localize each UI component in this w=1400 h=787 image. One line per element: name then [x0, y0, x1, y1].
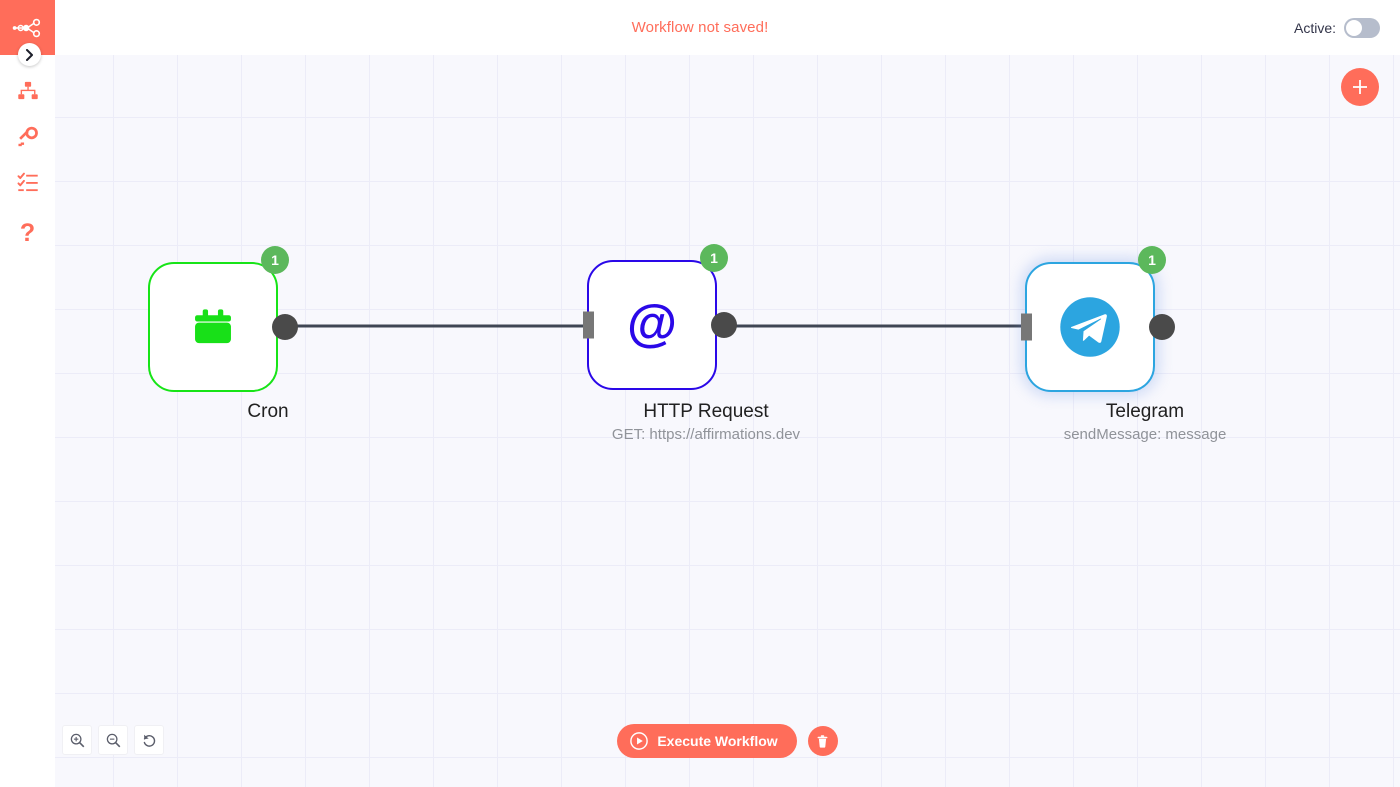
node-run-badge: 1 — [700, 244, 728, 272]
sidebar-nav: ? — [0, 64, 55, 256]
active-toggle[interactable] — [1344, 17, 1380, 38]
node-title: Telegram — [1105, 401, 1185, 422]
undo-arrow-icon — [143, 734, 155, 747]
trash-icon — [817, 734, 828, 748]
node-run-badge: 1 — [1138, 246, 1166, 274]
play-circle-icon — [630, 732, 649, 750]
zoom-in-button[interactable] — [62, 725, 92, 755]
sidebar-item-credentials[interactable] — [0, 114, 55, 160]
node-title: Cron — [247, 401, 289, 422]
add-node-button[interactable] — [1341, 68, 1379, 106]
input-endpoint[interactable] — [1021, 313, 1032, 341]
node-subtitle: sendMessage: message — [1063, 426, 1227, 443]
connections-layer — [282, 324, 1023, 328]
magnifier-plus-icon — [70, 733, 84, 747]
question-mark-icon: ? — [19, 218, 36, 247]
sidebar-item-workflows[interactable] — [0, 68, 55, 114]
run-toolbar: Execute Workflow — [55, 724, 1400, 758]
execute-workflow-label: Execute Workflow — [657, 733, 778, 749]
sidebar-expand-button[interactable] — [18, 43, 41, 66]
zoom-out-button[interactable] — [98, 725, 128, 755]
active-label: Active: — [1293, 19, 1336, 36]
calendar-icon — [195, 309, 231, 344]
top-header: Workflow not saved! Active: — [0, 0, 1400, 55]
node-subtitle: GET: https://affirmations.dev — [611, 426, 801, 443]
main-sidebar: ? — [0, 0, 55, 787]
node-telegram[interactable]: 1 — [1021, 246, 1175, 392]
sidebar-item-help[interactable]: ? — [0, 210, 55, 256]
tasks-list-icon — [17, 172, 38, 192]
node-run-badge: 1 — [261, 246, 289, 274]
zoom-controls — [62, 725, 164, 755]
telegram-paper-plane-icon — [1060, 297, 1120, 357]
at-sign-icon: @ — [627, 297, 677, 351]
workflow-save-warning: Workflow not saved! — [631, 19, 769, 36]
node-caption-http-request: HTTP Request GET: https://affirmations.d… — [546, 400, 866, 446]
workflow-canvas[interactable]: 1 Cron @ 1 HTTP Request GET: https://aff… — [55, 55, 1400, 787]
delete-workflow-button[interactable] — [807, 726, 838, 756]
output-endpoint[interactable] — [272, 314, 298, 340]
n8n-nodes-logo-icon — [12, 18, 40, 37]
node-caption-telegram: Telegram sendMessage: message — [985, 400, 1305, 446]
input-endpoint[interactable] — [583, 311, 594, 339]
svg-text:@: @ — [627, 297, 677, 351]
reset-zoom-button[interactable] — [134, 725, 164, 755]
active-toggle-knob — [1346, 19, 1362, 36]
sitemap-icon — [17, 81, 38, 100]
chevron-right-icon — [26, 48, 33, 61]
node-title: HTTP Request — [643, 401, 769, 422]
magnifier-minus-icon — [106, 733, 120, 747]
output-endpoint[interactable] — [711, 312, 737, 338]
node-caption-cron: Cron — [108, 400, 428, 424]
output-endpoint[interactable] — [1149, 314, 1175, 340]
workflow-active-control: Active: — [1294, 0, 1380, 55]
node-http-request[interactable]: @ 1 — [583, 244, 737, 390]
execute-workflow-button[interactable]: Execute Workflow — [617, 724, 797, 758]
sidebar-item-executions[interactable] — [0, 160, 55, 206]
node-cron[interactable]: 1 — [148, 246, 298, 392]
key-icon — [17, 126, 38, 147]
plus-icon — [1353, 80, 1367, 94]
